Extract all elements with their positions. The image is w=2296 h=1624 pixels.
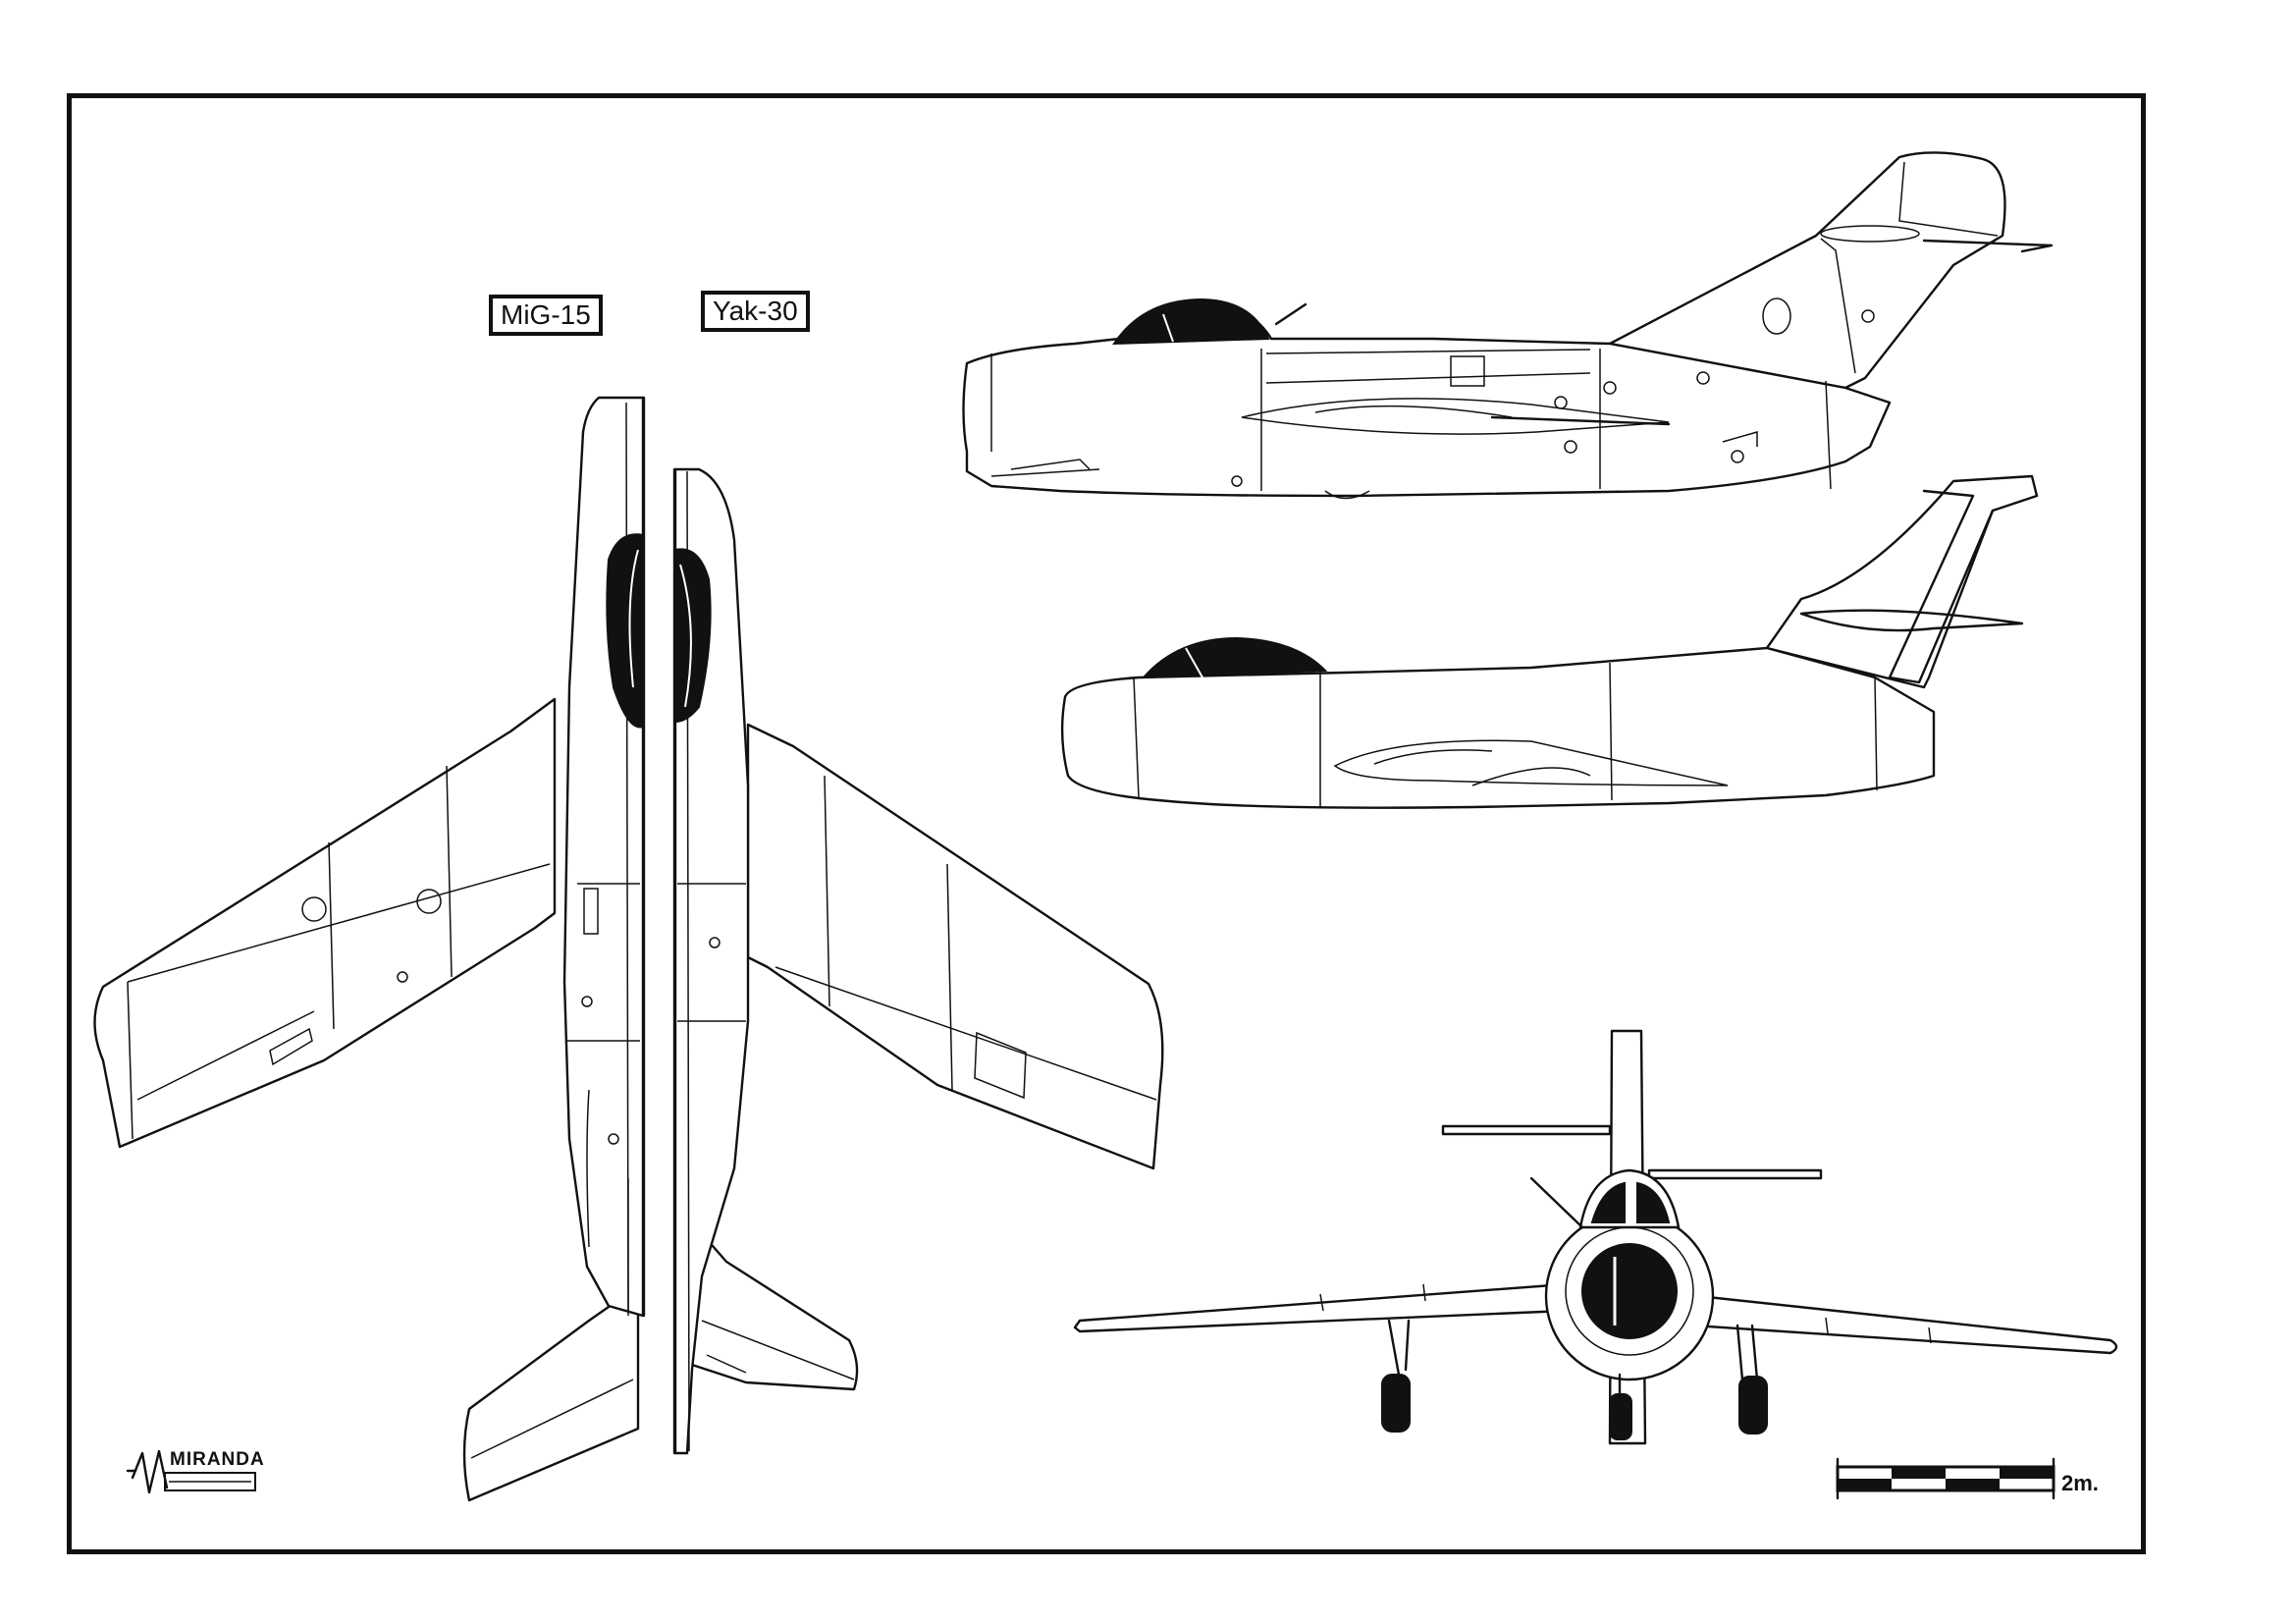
mig15-canopy <box>606 533 644 729</box>
mig15-label: MiG-15 <box>489 295 603 336</box>
yak30-canopy-side <box>1141 636 1328 679</box>
front-left-wing <box>1073 1282 1568 1333</box>
mig15-fin <box>1608 151 2006 390</box>
mig15-left-tailplane <box>462 1284 640 1502</box>
mig15-canopy-side <box>1112 298 1270 346</box>
yak30-right-tailplane <box>690 1220 859 1391</box>
front-intake <box>1581 1243 1678 1339</box>
mig15-side-view <box>962 151 2054 500</box>
signature-text: MIRANDA <box>170 1449 265 1470</box>
scale-bar <box>1836 1457 2056 1500</box>
plan-view <box>93 396 1164 1502</box>
scale-label: 2m. <box>2061 1471 2099 1495</box>
drawing-frame <box>67 93 2146 1554</box>
front-view <box>1073 1029 2118 1445</box>
signature-logo <box>126 1449 256 1494</box>
yak30-label: Yak-30 <box>701 291 810 332</box>
yak30-canopy <box>674 548 712 724</box>
yak30-fin <box>1765 474 2039 689</box>
mig15-left-wing <box>93 697 557 1149</box>
yak30-fuselage <box>1060 646 1936 809</box>
yak30-side-view <box>1060 474 2039 809</box>
yak30-right-wing <box>746 723 1164 1170</box>
front-right-wing <box>1691 1294 2118 1355</box>
yak30-fuselage-half <box>673 467 750 1455</box>
